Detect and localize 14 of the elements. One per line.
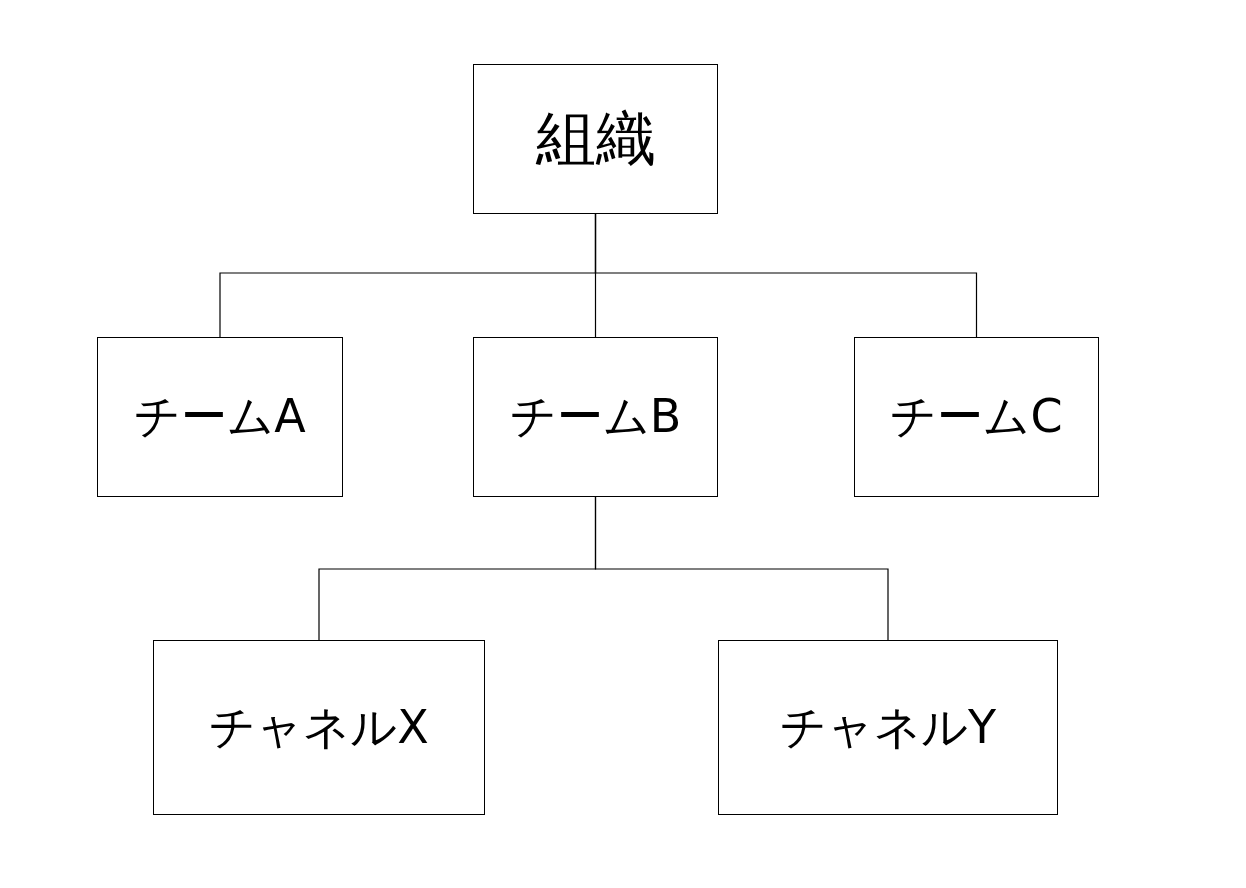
connector-line — [594, 213, 978, 338]
org-box — [473, 64, 718, 214]
org-box — [718, 640, 1058, 815]
box-label: チームA — [134, 388, 306, 445]
org-box — [153, 640, 485, 815]
box-label: チャネルY — [779, 698, 997, 756]
box-label: 組織 — [535, 101, 656, 175]
org-box — [854, 337, 1099, 497]
org-box — [97, 337, 343, 497]
connector-line — [594, 496, 889, 641]
org-box — [473, 337, 718, 497]
box-label: チームB — [509, 388, 682, 445]
box-label: チームC — [890, 388, 1063, 445]
box-label: チャネルX — [209, 698, 429, 756]
